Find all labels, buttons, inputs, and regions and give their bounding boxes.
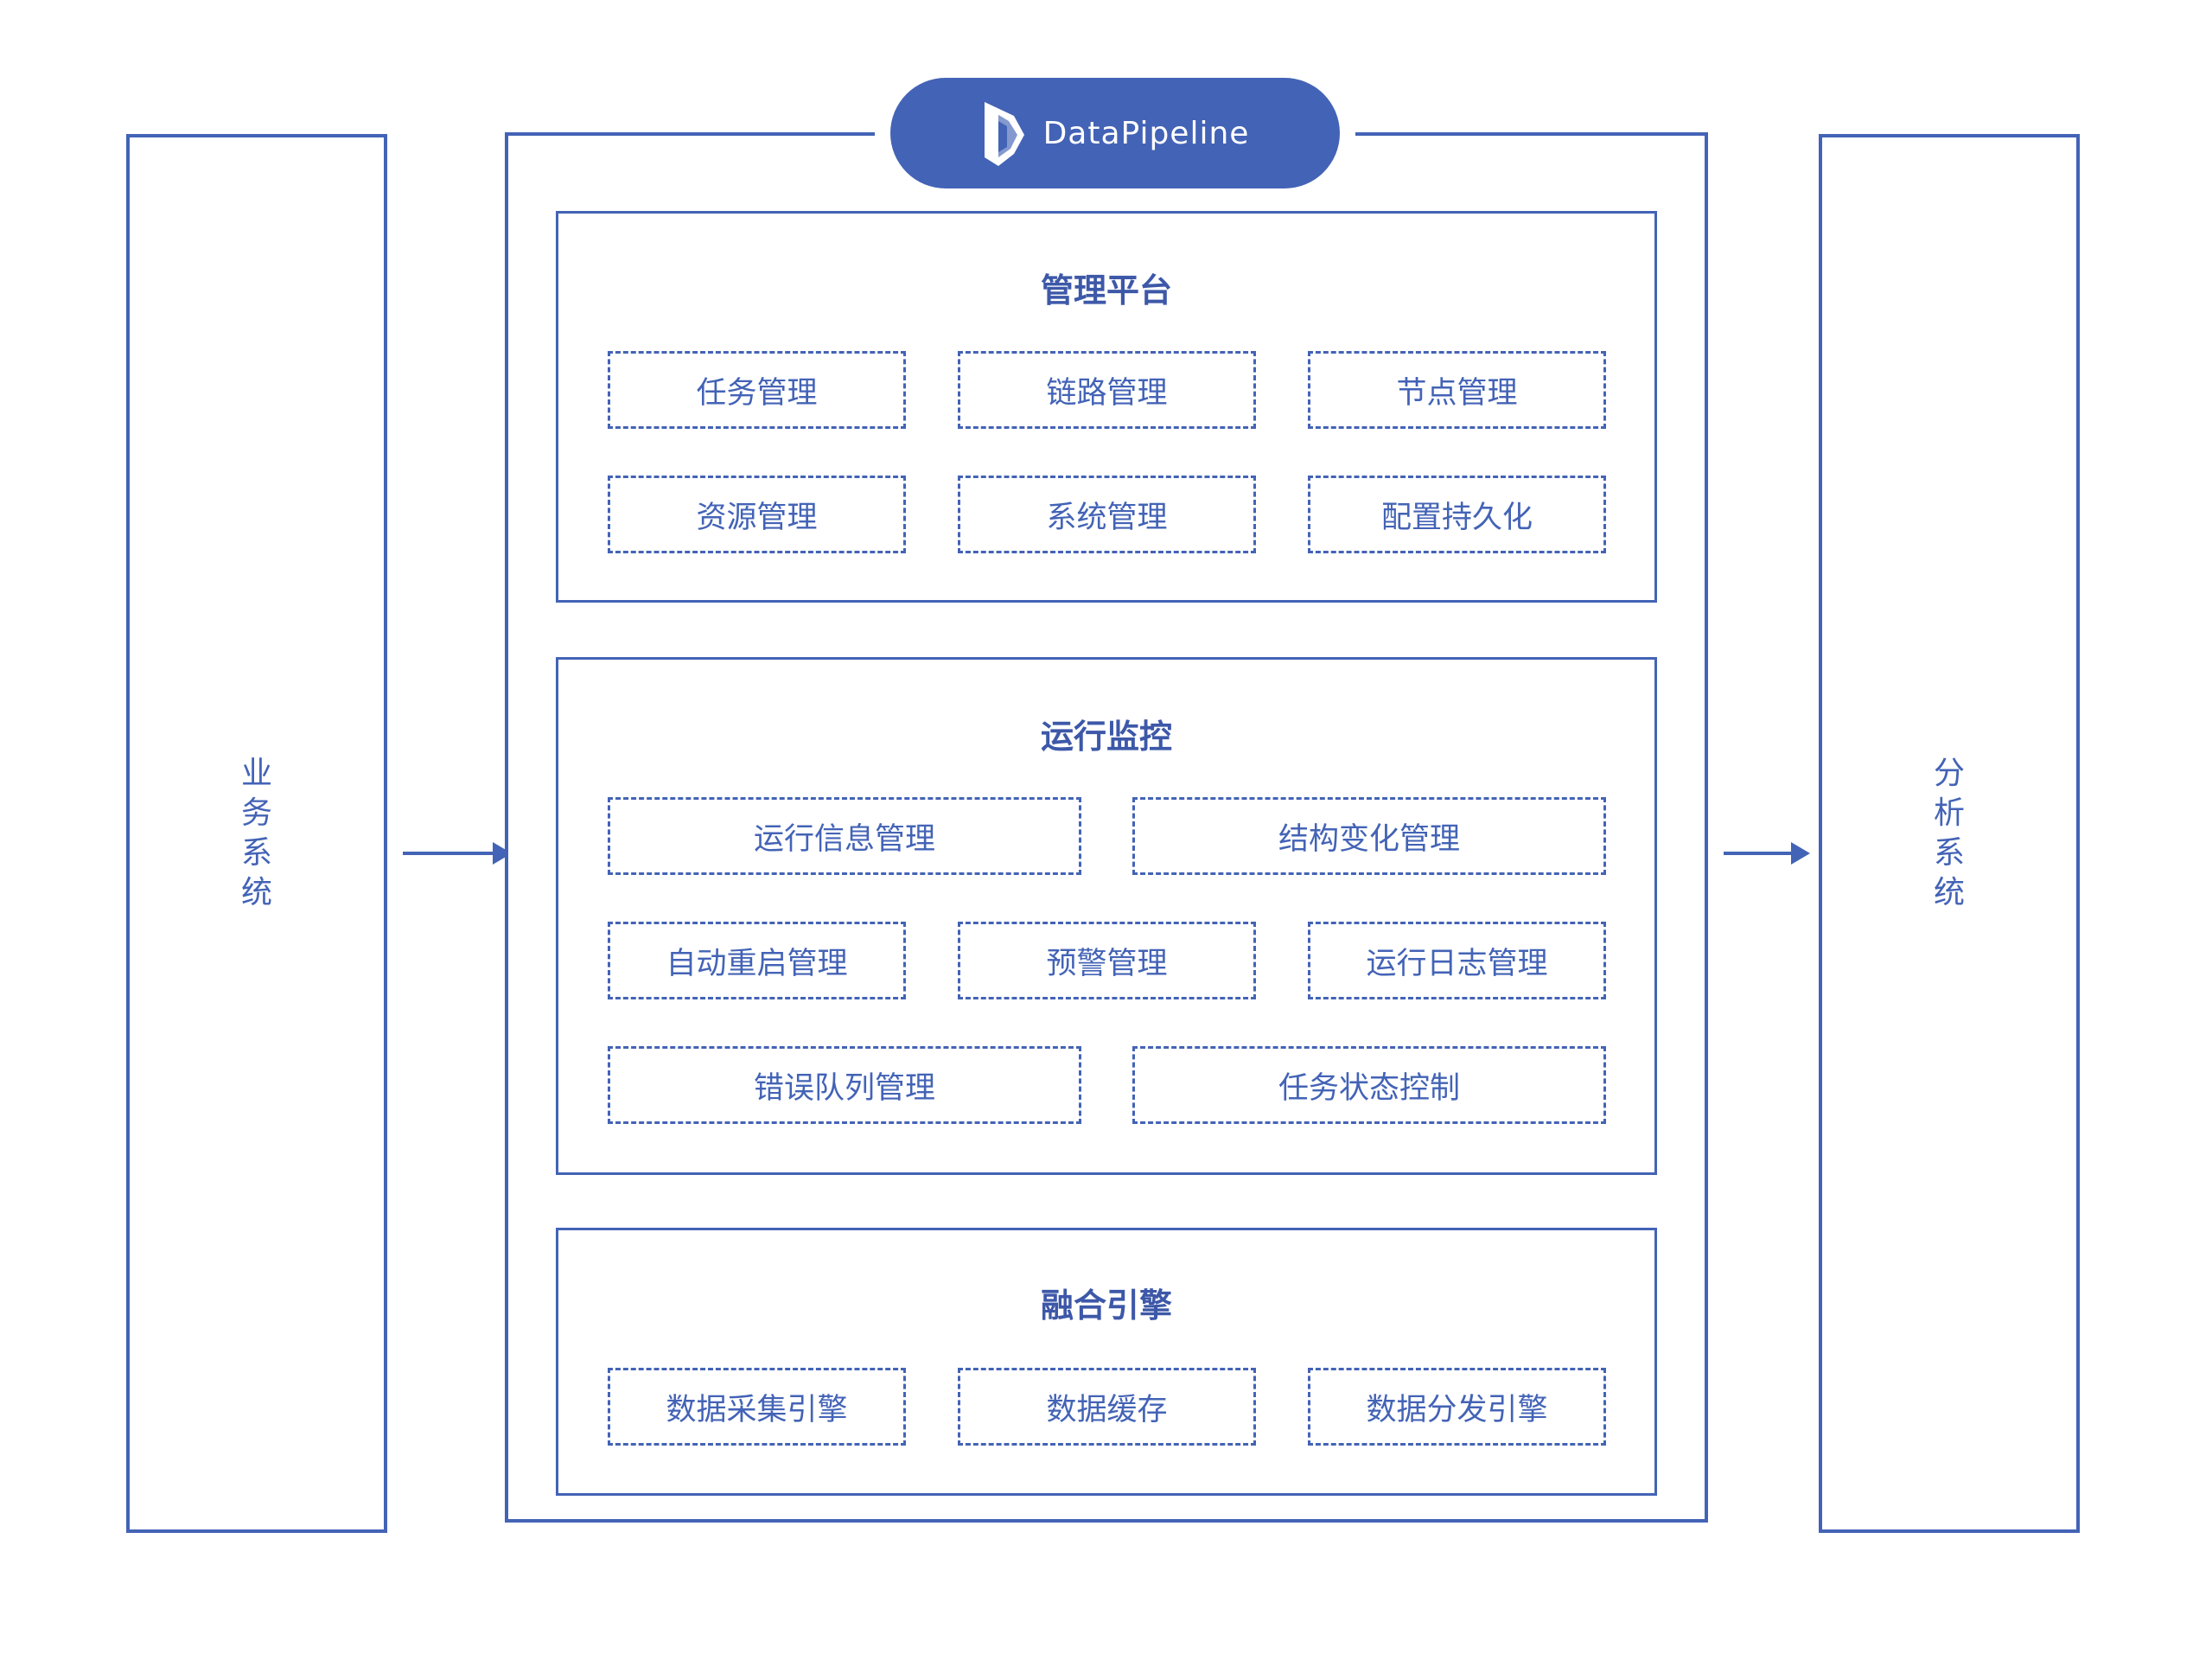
runtime-log-management-item: 运行日志管理	[1308, 922, 1606, 999]
management-platform-title: 管理平台	[1040, 271, 1172, 310]
flow-arrow-in	[403, 842, 512, 865]
resource-management-item: 资源管理	[608, 476, 906, 553]
data-collection-engine-item: 数据采集引擎	[608, 1368, 906, 1446]
system-management-item: 系统管理	[958, 476, 1256, 553]
business-system-box: 业 务 系 统	[126, 134, 387, 1533]
fusion-engine-title: 融合引擎	[1040, 1286, 1172, 1325]
schema-change-management-item: 结构变化管理	[1132, 797, 1606, 875]
flow-arrow-out	[1724, 842, 1810, 865]
fusion-engine-section: 融合引擎	[556, 1228, 1657, 1496]
config-persistence-item: 配置持久化	[1308, 476, 1606, 553]
analysis-system-box: 分 析 系 统	[1819, 134, 2080, 1533]
error-queue-management-item: 错误队列管理	[608, 1046, 1081, 1124]
data-cache-item: 数据缓存	[958, 1368, 1256, 1446]
runtime-info-management-item: 运行信息管理	[608, 797, 1081, 875]
datapipeline-logo-badge: DataPipeline	[890, 78, 1340, 188]
runtime-monitoring-title: 运行监控	[1040, 718, 1172, 756]
alert-management-item: 预警管理	[958, 922, 1256, 999]
auto-restart-management-item: 自动重启管理	[608, 922, 906, 999]
brand-name: DataPipeline	[1042, 115, 1250, 151]
data-distribution-engine-item: 数据分发引擎	[1308, 1368, 1606, 1446]
node-management-item: 节点管理	[1308, 351, 1606, 429]
task-management-item: 任务管理	[608, 351, 906, 429]
analysis-system-label: 分 析 系 统	[1933, 756, 1965, 910]
datapipeline-logo-icon	[984, 102, 1024, 166]
business-system-label: 业 务 系 统	[240, 756, 272, 910]
task-state-control-item: 任务状态控制	[1132, 1046, 1606, 1124]
link-management-item: 链路管理	[958, 351, 1256, 429]
